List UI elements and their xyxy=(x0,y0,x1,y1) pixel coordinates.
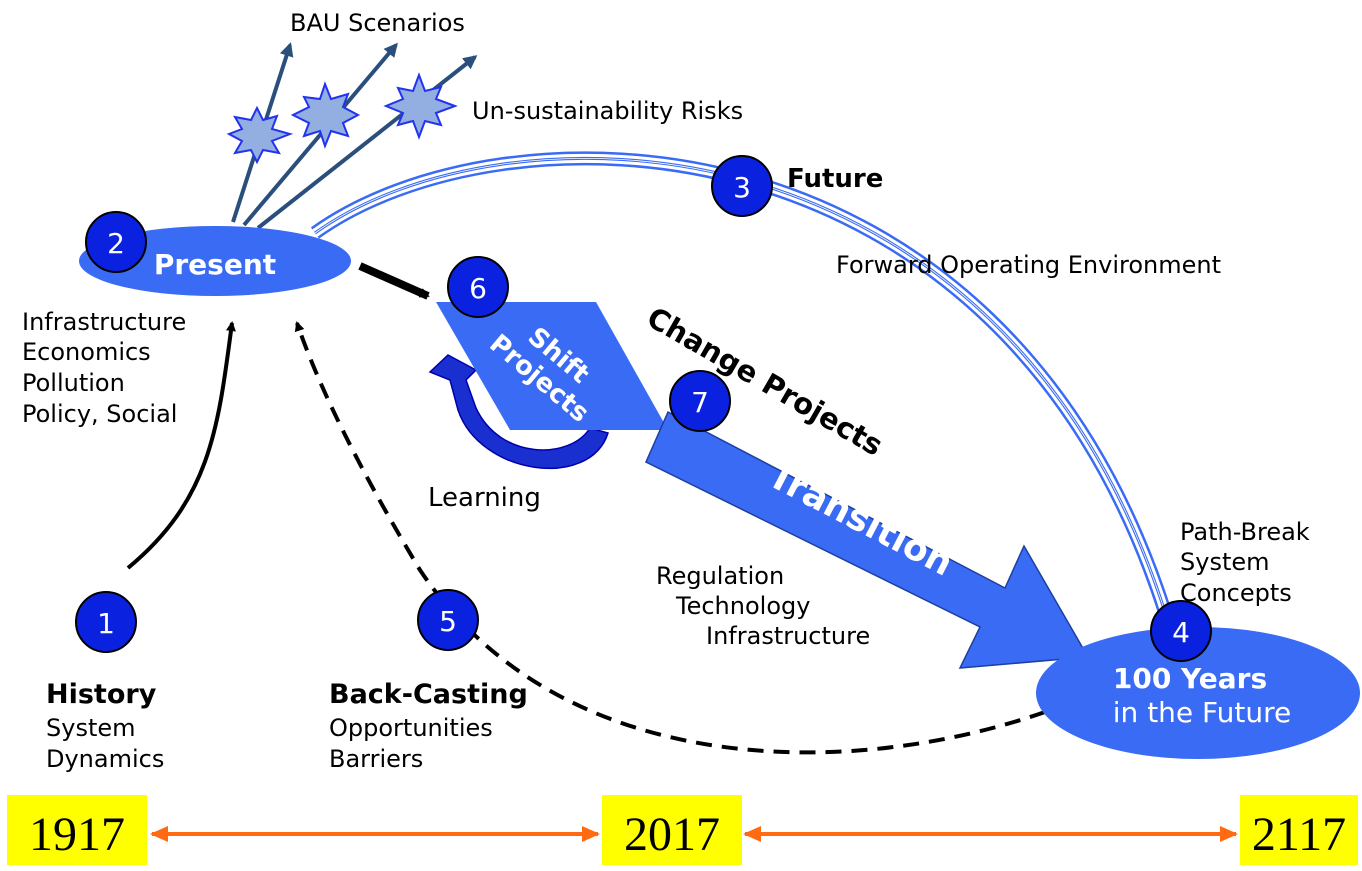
bau-arrow-2 xyxy=(242,42,398,227)
svg-text:Path-Break: Path-Break xyxy=(1180,518,1310,546)
learning-label: Learning xyxy=(428,483,541,513)
risk-star-icon xyxy=(383,72,458,140)
backcasting-line-2: Barriers xyxy=(329,745,423,773)
svg-text:Pollution: Pollution xyxy=(22,369,125,397)
present-drivers: Infrastructure Economics Pollution Polic… xyxy=(22,308,186,428)
present-node xyxy=(79,226,351,296)
svg-text:4: 4 xyxy=(1172,616,1190,649)
present-to-shift-arrow xyxy=(358,262,430,300)
year-box-2117 xyxy=(1240,795,1358,865)
svg-text:3: 3 xyxy=(733,171,751,204)
svg-text:5: 5 xyxy=(439,605,457,638)
risk-star-icon xyxy=(226,105,294,165)
backcasting-line-1: Opportunities xyxy=(329,714,493,742)
learning-loop-icon xyxy=(428,354,609,470)
history-line-1: System xyxy=(46,714,136,742)
step-circle-1: 1 xyxy=(75,591,137,653)
present-label: Present xyxy=(154,248,276,281)
path-break-concepts: Path-Break System Concepts xyxy=(1180,518,1310,607)
transition-arrow xyxy=(645,410,1090,669)
year-2117: 2117 xyxy=(1252,808,1346,861)
history-title: History xyxy=(46,679,157,710)
timeline: 1917 2017 2117 xyxy=(7,795,1358,865)
svg-text:System: System xyxy=(1180,548,1270,576)
history-arrow xyxy=(126,321,236,570)
history-line-2: Dynamics xyxy=(46,745,164,773)
bau-arrow-3 xyxy=(256,55,478,230)
future-100-years-node xyxy=(1036,627,1360,759)
svg-text:2: 2 xyxy=(107,227,125,260)
backcasting-arrow xyxy=(294,321,1046,755)
enabler-regulation: Regulation xyxy=(656,562,784,590)
forward-operating-environment-label: Forward Operating Environment xyxy=(836,251,1221,279)
enabler-technology: Technology xyxy=(675,592,810,620)
risk-star-icon xyxy=(290,81,361,149)
year-1917: 1917 xyxy=(29,808,125,861)
enabler-infrastructure: Infrastructure xyxy=(706,622,870,650)
risk-starbursts xyxy=(226,72,458,165)
shift-projects-node xyxy=(436,302,668,430)
year-box-2017 xyxy=(602,795,742,865)
svg-text:Policy, Social: Policy, Social xyxy=(22,400,177,428)
step-circle-5: 5 xyxy=(417,589,479,651)
step-circle-4: 4 xyxy=(1150,600,1212,662)
svg-text:6: 6 xyxy=(469,272,487,305)
step-circle-2: 2 xyxy=(85,211,147,273)
future-100-years-title: 100 Years xyxy=(1113,662,1267,695)
svg-text:1: 1 xyxy=(97,607,115,640)
svg-text:7: 7 xyxy=(691,386,709,419)
backcasting-title: Back-Casting xyxy=(329,679,528,710)
svg-text:Economics: Economics xyxy=(22,338,151,366)
step-circle-3: 3 xyxy=(711,155,773,217)
svg-text:Infrastructure: Infrastructure xyxy=(22,308,186,336)
future-label: Future xyxy=(787,164,883,194)
year-box-1917 xyxy=(7,795,147,865)
step-circle-6: 6 xyxy=(447,256,509,318)
bau-scenarios-label: BAU Scenarios xyxy=(290,9,465,37)
step-circle-7: 7 xyxy=(669,370,731,432)
unsustainability-risks-label: Un-sustainability Risks xyxy=(472,97,743,125)
svg-text:Concepts: Concepts xyxy=(1180,579,1292,607)
future-100-years-subtitle: in the Future xyxy=(1113,696,1291,729)
year-2017: 2017 xyxy=(624,808,720,861)
